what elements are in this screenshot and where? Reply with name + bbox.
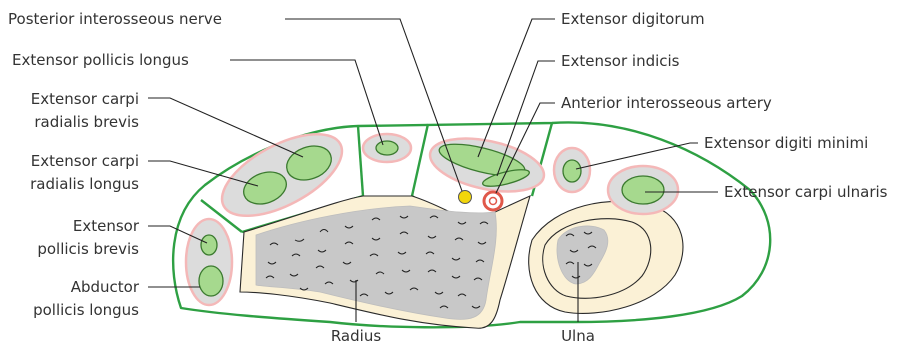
label-extensor-digitorum: Extensor digitorum bbox=[561, 10, 705, 28]
ecu-muscle bbox=[622, 176, 664, 204]
label-ulna: Ulna bbox=[561, 327, 595, 345]
label-extensor-pollicis-longus: Extensor pollicis longus bbox=[12, 51, 189, 69]
edm-muscle bbox=[563, 160, 581, 182]
label-apl-line2: pollicis longus bbox=[33, 301, 139, 319]
label-extensor-digiti-minimi: Extensor digiti minimi bbox=[704, 134, 868, 152]
epl-muscle bbox=[376, 141, 398, 155]
ulna-bone bbox=[529, 201, 683, 313]
label-anterior-interosseous-artery: Anterior interosseous artery bbox=[561, 94, 772, 112]
label-extensor-carpi-ulnaris: Extensor carpi ulnaris bbox=[724, 183, 888, 201]
label-epb-line1: Extensor bbox=[73, 217, 140, 235]
apl-muscle bbox=[199, 266, 223, 296]
label-epb-line2: pollicis brevis bbox=[37, 240, 139, 258]
label-extensor-indicis: Extensor indicis bbox=[561, 52, 680, 70]
posterior-interosseous-nerve bbox=[459, 191, 472, 204]
label-posterior-interosseous-nerve: Posterior interosseous nerve bbox=[8, 10, 222, 28]
label-ecrl-line1: Extensor carpi bbox=[31, 152, 139, 170]
label-apl-line1: Abductor bbox=[71, 278, 140, 296]
label-ecrb-line2: radialis brevis bbox=[34, 113, 139, 131]
radius-bone bbox=[240, 196, 530, 328]
label-ecrl-line2: radialis longus bbox=[30, 175, 139, 193]
label-ecrb-line1: Extensor carpi bbox=[31, 90, 139, 108]
label-radius: Radius bbox=[331, 327, 381, 345]
epb-muscle bbox=[201, 235, 217, 255]
